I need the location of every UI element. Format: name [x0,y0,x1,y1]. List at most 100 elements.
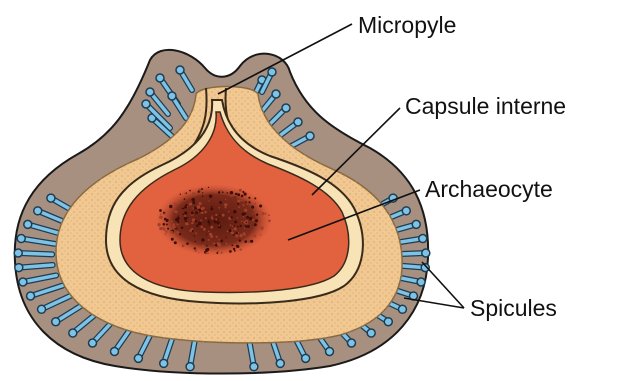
speckle [188,242,189,243]
speckle [254,203,256,205]
speckle [268,214,270,216]
spicule-tip [38,305,46,313]
speckle [192,201,195,204]
speckle [177,217,180,220]
speckle [245,201,247,203]
speckle [192,230,194,232]
speckle [200,223,201,224]
speckle [159,216,163,220]
speckle [211,206,213,208]
speckle [166,223,168,225]
speckle [198,202,201,205]
spicule-tip [398,305,406,313]
speckle [232,226,234,228]
spicule-tip [294,118,302,126]
speckle [192,198,195,201]
speckle [219,214,220,215]
speckle [239,234,243,238]
spicule-tip [412,220,420,228]
speckle [205,217,207,219]
speckle [229,229,232,232]
spicule-tip [52,318,60,326]
spicule-tip [47,194,55,202]
speckle [214,243,215,244]
speckle [234,227,237,230]
speckle [181,208,182,209]
spicule-tip [302,354,310,362]
speckle [183,207,185,209]
spicule-tip [325,347,333,355]
speckle [184,198,186,200]
label-micropyle: Micropyle [358,14,456,37]
speckle [240,248,242,250]
speckle [233,248,235,250]
speckle [250,240,253,243]
speckle [195,220,197,222]
speckle [243,212,246,215]
speckle [187,223,189,225]
speckle [189,202,192,205]
speckle [160,213,161,214]
speckle [203,228,206,231]
spicule-tip [282,104,290,112]
nucleus-mass [156,184,272,256]
spicule-tip [168,92,176,100]
speckle [163,212,165,214]
spicule-tip [24,220,32,228]
speckle [237,217,239,219]
label-capsule-interne: Capsule interne [405,95,566,118]
speckle [185,204,187,206]
spicule-tip [384,318,392,326]
spicule-tip [27,292,35,300]
speckle [198,211,199,212]
speckle [202,245,205,248]
speckle [177,232,179,234]
speckle [221,252,223,254]
speckle [235,234,238,237]
speckle [208,187,209,188]
label-spicules: Spicules [470,297,557,320]
speckle [212,243,213,244]
speckle [230,191,233,194]
speckle [163,223,166,226]
speckle [227,192,228,193]
speckle [209,223,211,225]
speckle [219,239,221,241]
speckle [168,223,170,225]
speckle [236,232,238,234]
speckle [217,219,218,220]
spicule [18,253,52,254]
speckle [175,210,178,213]
speckle [177,220,179,222]
speckle [197,205,201,209]
speckle [234,225,235,226]
speckle [211,217,213,219]
spicule-tip [89,339,97,347]
speckle [174,228,175,229]
speckle [216,252,218,254]
speckle [239,225,241,227]
spicule-tip [34,207,42,215]
speckle [204,211,206,213]
speckle [209,194,212,197]
speckle [184,217,187,220]
speckle [230,224,232,226]
speckle [202,192,203,193]
speckle [189,190,191,192]
speckle [234,250,236,252]
speckle [260,234,261,235]
speckle [252,213,253,214]
speckle [176,223,178,225]
speckle [165,233,167,235]
speckle [198,252,199,253]
speckle [220,239,223,242]
speckle [256,214,258,216]
spicule-tip [134,354,142,362]
speckle [248,197,250,199]
speckle [233,210,236,213]
speckle [241,221,243,223]
spicule-tip [19,278,27,286]
speckle [230,216,232,218]
speckle [239,189,242,192]
